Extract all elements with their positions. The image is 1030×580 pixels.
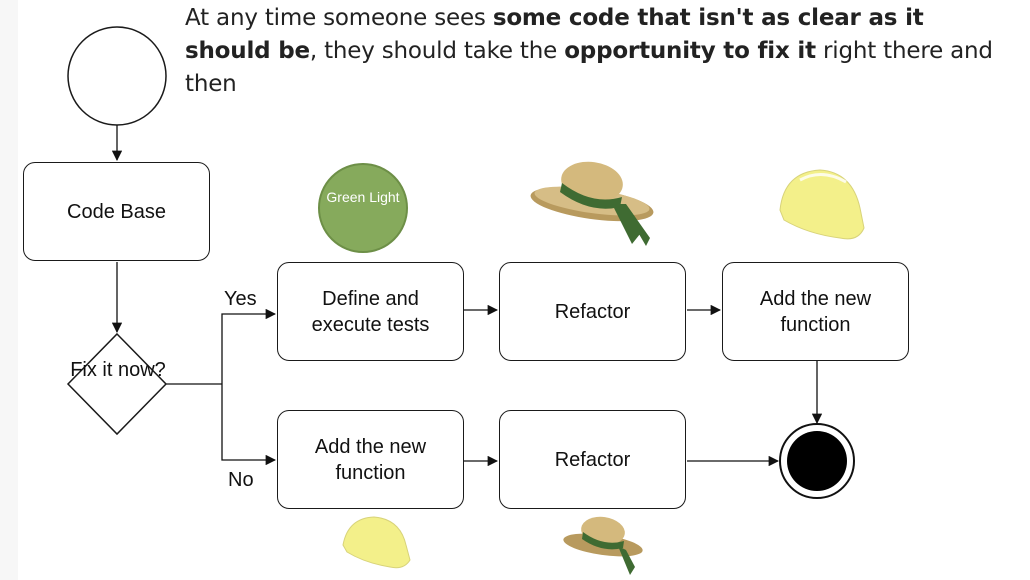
hard-hat-icon xyxy=(779,169,865,240)
hard-hat-icon-bottom xyxy=(342,516,411,569)
add-function-bottom-node: Add the new function xyxy=(277,410,464,509)
slide-heading: At any time someone sees some code that … xyxy=(185,2,1005,101)
arrow-no-branch xyxy=(221,384,277,466)
start-node xyxy=(67,26,167,126)
refactor-bottom-node: Refactor xyxy=(499,410,686,509)
no-label: No xyxy=(228,469,254,491)
decision-label: Fix it now? xyxy=(70,359,166,381)
decision-diamond xyxy=(66,332,168,436)
arrow-yes-branch xyxy=(221,308,277,384)
add-function-bottom-label: Add the new function xyxy=(314,435,427,484)
add-function-top-node: Add the new function xyxy=(722,262,909,361)
refactor-bottom-label: Refactor xyxy=(554,448,631,471)
straw-hat-icon-bottom xyxy=(563,516,643,575)
heading-bold-2: opportunity to fix it xyxy=(564,38,816,64)
code-base-label: Code Base xyxy=(67,200,166,223)
heading-bold-1: some code that isn't as clear as it shou… xyxy=(185,5,924,64)
refactor-top-node: Refactor xyxy=(499,262,686,361)
heading-text-1: At any time someone sees xyxy=(185,5,493,31)
slide-edge xyxy=(0,0,18,580)
heading-text-3: right there and then xyxy=(185,38,993,97)
code-base-node: Code Base xyxy=(23,162,210,261)
yes-label: Yes xyxy=(224,288,257,310)
green-light-circle xyxy=(318,163,408,253)
end-node xyxy=(787,431,847,491)
green-light-label: Green Light xyxy=(326,189,400,205)
heading-text-2: , they should take the xyxy=(309,38,565,64)
add-function-top-label: Add the new function xyxy=(759,287,872,336)
define-tests-label: Define and execute tests xyxy=(311,287,430,336)
define-tests-node: Define and execute tests xyxy=(277,262,464,361)
refactor-top-label: Refactor xyxy=(554,300,631,323)
straw-hat-icon xyxy=(530,161,654,246)
